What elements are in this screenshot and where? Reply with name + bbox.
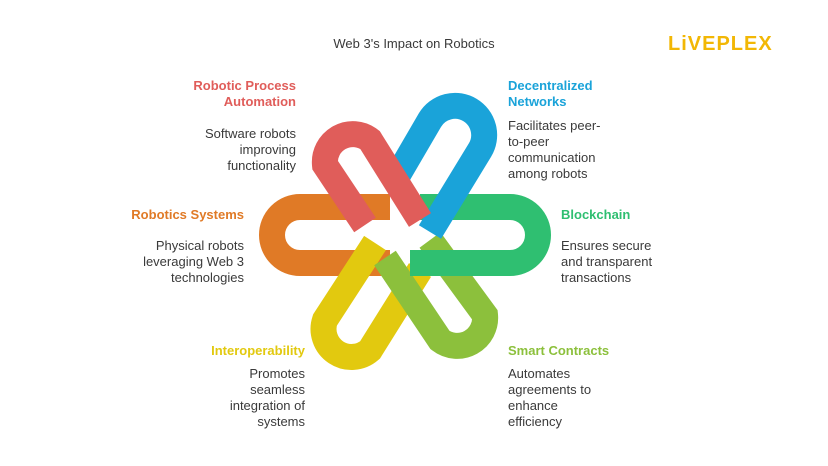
decentralized-description: Facilitates peer- to-peer communication …	[508, 118, 648, 182]
blockchain-description: Ensures secure and transparent transacti…	[561, 238, 701, 286]
smart-contracts-desc-line-1: Automates	[508, 366, 571, 381]
rpa-desc-line-3: functionality	[227, 158, 296, 173]
rpa-desc-line-1: Software robots	[204, 126, 296, 141]
interoperability-heading: Interoperability	[160, 343, 305, 359]
decentralized-desc-line-2: to-peer	[508, 134, 550, 149]
interoperability-desc-line-2: seamless	[250, 382, 305, 397]
rpa-desc-line-2: improving	[239, 142, 296, 157]
robotics-systems-desc-line-3: technologies	[171, 270, 244, 285]
diagram-title: Web 3's Impact on Robotics	[333, 36, 495, 51]
smart-contracts-desc-line-2: agreements to	[508, 382, 592, 397]
blockchain-heading: Blockchain	[561, 207, 701, 223]
robotics-systems-desc-line-2: leveraging Web 3	[143, 254, 244, 269]
decentralized-desc-line-3: communication	[508, 150, 596, 165]
smart-contracts-desc-line-4: efficiency	[508, 414, 562, 429]
green-loop	[410, 194, 551, 276]
yellow-loop	[310, 235, 432, 370]
smart-contracts-description: Automates agreements to enhance efficien…	[508, 366, 648, 430]
orange-loop	[259, 194, 390, 276]
decentralized-heading: Decentralized Networks	[508, 78, 648, 110]
robotics-systems-heading-line-1: Robotics Systems	[131, 207, 244, 222]
blockchain-heading-line-1: Blockchain	[561, 207, 631, 222]
robotics-systems-desc-line-1: Physical robots	[155, 238, 244, 253]
rpa-heading-line-1: Robotic Process	[193, 78, 296, 93]
blue-loop	[383, 92, 498, 239]
blockchain-desc-line-3: transactions	[561, 270, 632, 285]
smart-contracts-heading-line-1: Smart Contracts	[508, 343, 610, 358]
decentralized-desc-line-1: Facilitates peer-	[508, 118, 601, 133]
lime-loop	[374, 232, 499, 359]
decentralized-heading-line-2: Networks	[508, 94, 567, 109]
decentralized-desc-line-4: among robots	[508, 166, 588, 181]
interoperability-desc-line-1: Promotes	[249, 366, 305, 381]
red-loop	[311, 121, 432, 233]
smart-contracts-heading: Smart Contracts	[508, 343, 648, 359]
interoperability-desc-line-4: systems	[257, 414, 305, 429]
robotics-systems-heading: Robotics Systems	[100, 207, 244, 223]
blockchain-desc-line-2: and transparent	[561, 254, 653, 269]
decentralized-heading-line-1: Decentralized	[508, 78, 593, 93]
interoperability-desc-line-3: integration of	[229, 398, 305, 413]
blockchain-desc-line-1: Ensures secure	[561, 238, 652, 253]
rpa-heading-line-2: Automation	[223, 94, 296, 109]
rpa-description: Software robots improving functionality	[150, 126, 296, 174]
logo-text: LiVEPLEX	[668, 33, 773, 55]
interoperability-heading-line-1: Interoperability	[211, 343, 305, 358]
smart-contracts-desc-line-3: enhance	[508, 398, 558, 413]
interoperability-description: Promotes seamless integration of systems	[160, 366, 305, 430]
robotics-systems-description: Physical robots leveraging Web 3 technol…	[100, 238, 244, 286]
liveplex-logo: LiVEPLEX	[668, 33, 773, 56]
rpa-heading: Robotic Process Automation	[150, 78, 296, 110]
